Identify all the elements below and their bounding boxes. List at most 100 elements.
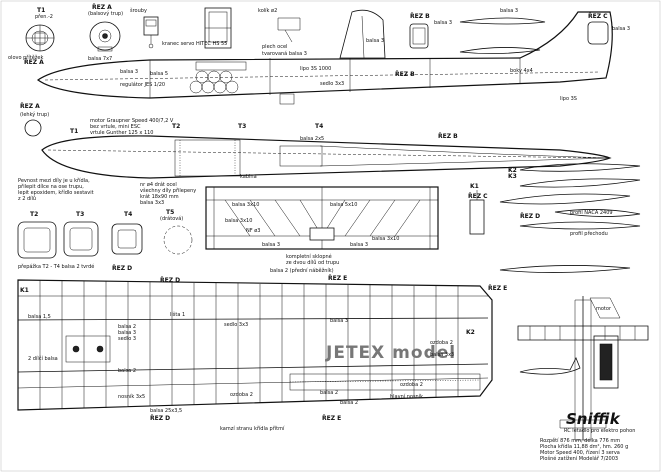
kolik-label: kolík ø2 xyxy=(258,7,277,14)
wing-label-9: ozdoba 2 xyxy=(430,340,453,346)
nose-note-4: z 2 dílů xyxy=(18,195,36,202)
fin-label: balsa 3 xyxy=(366,38,384,44)
section-a-top-sub: (balsový trup) xyxy=(88,10,123,17)
nose-note: Pevnost mezi díly je u křídla, xyxy=(18,177,90,184)
t5-sub: (drátová) xyxy=(160,215,183,222)
wc-foot-2: ze dvou dílů od trupu xyxy=(286,259,339,266)
wing-label-1: balsa 1,5 xyxy=(28,314,51,320)
wing-label-17: 2 dílčí balsa xyxy=(28,355,58,362)
wing-label-11: balsa 2 xyxy=(320,390,338,396)
section-c-top: ŘEZ C balsa 3 xyxy=(587,13,630,45)
k1-wing: K1 xyxy=(20,287,29,294)
nose-note-3: lepit epoxidem, křídlo sestavit xyxy=(18,189,94,196)
fuselage-rez-b: ŘEZ B xyxy=(395,71,415,78)
fuselage-boky: boky 4x4 xyxy=(510,68,533,74)
airfoil-label-1: profil NACA 2409 xyxy=(570,210,613,216)
airfoil-label-2: profil přechodu xyxy=(570,230,608,237)
fus-label-5: sedlo 3x3 xyxy=(320,81,344,87)
bulkheads-row: T2 T3 T4 T5 (drátová) přepážka T2 - T4 b… xyxy=(17,209,193,272)
wing-label-14: ozdoba 2 xyxy=(230,392,253,398)
fus-label-3: regulátor JES 1/20 xyxy=(120,81,165,88)
wc-label-4: NF ø3 xyxy=(246,228,260,234)
rez-e-top: ŘEZ E xyxy=(328,275,347,282)
plech-label: plech ocel xyxy=(262,44,287,50)
t1-label: T1 xyxy=(37,7,45,14)
section-a-top: ŘEZ A (balsový trup) balsa 7x7 xyxy=(88,4,123,62)
wc-label-2: balsa 5x10 xyxy=(330,202,357,208)
airfoil-sections: K2 K3 ŘEZ C ŘEZ D profil NACA 2409 profi… xyxy=(468,163,641,237)
fus-label-2: balsa 5 xyxy=(150,71,168,77)
wing-label-16: hlavní nosník xyxy=(390,393,423,400)
k1-mark: K1 xyxy=(470,183,479,190)
t1-sub: přen.-2 xyxy=(35,13,53,20)
section-b-top-label: ŘEZ B xyxy=(410,13,430,20)
rez-d-right: ŘEZ D xyxy=(520,213,540,220)
t3-mark: T3 xyxy=(238,123,246,130)
wing-label-8: balsa 3 xyxy=(330,318,348,324)
bulkhead-foot: přepážka T2 - T4 balsa 2 tvrdé xyxy=(18,263,94,270)
fuselage-rez-a: ŘEZ A xyxy=(24,59,44,66)
fuselage-rez-a-mid-sub: (lehký trup) xyxy=(20,111,49,118)
t4-title: T4 xyxy=(124,211,132,218)
wc-label-6: balsa 3 xyxy=(262,242,280,248)
detail-labels-top: kolík ø2 plech ocel tvarovaná balsa 3 xyxy=(258,7,307,57)
wc-label-5: balsa 3x10 xyxy=(372,236,399,242)
motor-label-3: vrtule Gunther 125 x 110 xyxy=(90,130,154,136)
wing-label-2: balsa 2 xyxy=(118,324,136,330)
mini-label: motor xyxy=(596,306,612,312)
small-airfoil: ŘEZ E xyxy=(488,265,631,292)
servo-screws-label: šrouby xyxy=(130,7,147,14)
section-b-top-sub: balsa 3 xyxy=(434,20,452,26)
t2-mark: T2 xyxy=(172,123,180,130)
t1-mark: T1 xyxy=(70,128,78,135)
wing-label-13: nosník 3x5 xyxy=(118,393,145,400)
t1-sub2: olovo přítěžek xyxy=(8,54,43,61)
model-subtitle: RC letadlo pro elektro pohon xyxy=(564,428,635,434)
wing-center-section: balsa 3x10 balsa 5x10 balsa 3x10 NF ø3 b… xyxy=(205,186,439,274)
fus-top-rez-b: ŘEZ B xyxy=(438,133,458,140)
wc-label-1: balsa 3x10 xyxy=(232,202,259,208)
fus-label-4: lipo 3S 1000 xyxy=(300,66,331,72)
wing-label-15: balsa 2 xyxy=(340,400,358,406)
model-title: Sniffik xyxy=(566,410,621,428)
t2-title: T2 xyxy=(30,211,38,218)
section-c-top-label: ŘEZ C xyxy=(588,13,608,20)
section-c-top-sub: balsa 3 xyxy=(612,26,630,32)
t5-title: T5 xyxy=(166,209,174,216)
k2-mark: K2 xyxy=(508,167,517,174)
rez-d-bottom: ŘEZ D xyxy=(150,415,170,422)
wc-label-7: balsa 3 xyxy=(350,242,368,248)
wire-note-2: všechny díly přilepeny xyxy=(140,187,196,194)
servo-section: kranec servo HITEC HS 55 xyxy=(162,7,232,49)
stab-label: balsa 3 xyxy=(500,8,518,14)
motor-label: motor Graupner Speed 400/7,2 V xyxy=(90,118,174,124)
fus-top-label: balsa 2x5 xyxy=(300,136,324,142)
wing-label-4: sedlo 3 xyxy=(118,336,136,342)
fuselage-lipo: lipo 3S xyxy=(560,96,577,102)
t3-title: T3 xyxy=(76,211,84,218)
wc-label-3: balsa 3x10 xyxy=(225,218,252,224)
wire-note: nr ø4 drát ocel xyxy=(140,181,177,188)
shaped-label: tvarovaná balsa 3 xyxy=(262,50,307,57)
wing-label-10: balsa 3x3 xyxy=(430,352,454,358)
brand-watermark: JETEX model xyxy=(325,343,456,363)
fuselage-rez-a-mid: ŘEZ A xyxy=(20,103,40,110)
bulkhead-t1: T1 přen.-2 olovo přítěžek xyxy=(8,7,55,61)
fuselage-top-view: T1 T2 T3 T4 balsa 2x5 ŘEZ B kabina xyxy=(41,123,612,180)
wc-foot-1: kompletní sklopné xyxy=(286,253,332,260)
servo-mount: šrouby xyxy=(130,7,159,49)
wc-foot-3: balsa 2 (přední náběžník) xyxy=(270,267,334,274)
rez-e-small: ŘEZ E xyxy=(488,285,507,292)
servo-label: kranec servo HITEC HS 55 xyxy=(162,41,227,47)
wing-label-12: ozdoba 2 xyxy=(400,382,423,388)
wire-note-3: krát 18x90 mm xyxy=(140,193,179,200)
wing-label-6: balsa 2 xyxy=(118,368,136,374)
motor-label-2: bez vrtule, mini ESC xyxy=(90,124,141,130)
rez-e-bottom: ŘEZ E xyxy=(322,415,341,422)
wing-foot: kamzí stranu křídla přítmí xyxy=(220,425,285,432)
k2-wing: K2 xyxy=(466,329,475,336)
rez-d-small: ŘEZ D xyxy=(112,265,132,272)
rez-c-mid: ŘEZ C xyxy=(468,193,488,200)
specs-line-1: Rozpětí 876 mm, délka 776 mm xyxy=(540,437,620,444)
